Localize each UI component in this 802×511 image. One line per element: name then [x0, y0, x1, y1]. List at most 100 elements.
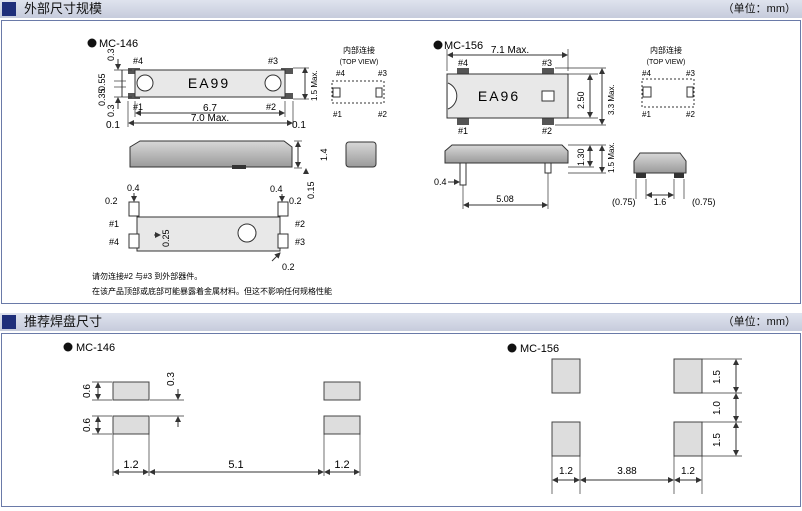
mc156-internal-connection: 内部连接 (TOP VIEW) #4 #3 #1 #2	[641, 45, 695, 119]
pin4-label: #4	[642, 69, 651, 78]
dim-arrow	[271, 252, 281, 262]
pads156-group: MC-156 1.5 1.0 1.5 1.2 3.88 1.2	[507, 343, 742, 494]
dim-0.75-right: (0.75)	[692, 197, 716, 207]
side-body	[129, 140, 293, 168]
section-title: 推荐焊盘尺寸	[24, 314, 103, 329]
bottom-pad	[277, 233, 289, 249]
bullet-icon	[63, 342, 73, 352]
pin4-label: #4	[458, 58, 468, 68]
dim-1.5max: 1.5 Max.	[607, 142, 616, 173]
dim-0.3-bottom: 0.3	[106, 104, 116, 117]
pad-shape	[457, 117, 469, 125]
end-lead	[674, 173, 684, 178]
dim-0.4-right: 0.4	[270, 184, 283, 194]
pin4-label: #4	[336, 69, 345, 78]
side-lead	[544, 162, 552, 174]
dim-0.1-right: 0.1	[292, 120, 306, 131]
note-line-1: 请勿连接#2 与#3 到外部器件。	[92, 271, 202, 281]
pad-rect	[323, 381, 361, 401]
section-bullet-icon	[2, 2, 16, 16]
bottom-pad	[277, 201, 289, 217]
pin2-label: #2	[686, 110, 695, 119]
section-bullet-icon	[2, 315, 16, 329]
dim-1.4: 1.4	[319, 148, 329, 161]
pad-rect	[551, 421, 581, 457]
pad-symbol	[686, 86, 694, 98]
pad-shape	[542, 68, 554, 76]
side-lead	[459, 162, 467, 186]
pad-shape	[281, 93, 293, 99]
unit-label: （单位：mm）	[722, 316, 796, 328]
mc146-side-view: 1.4 0.15	[129, 140, 377, 199]
side-lead	[232, 165, 246, 169]
pin1-dot	[136, 74, 154, 92]
topview-title: 内部连接	[650, 45, 682, 55]
dim-1.0: 1.0	[712, 401, 723, 415]
unit-label: （单位：mm）	[722, 3, 796, 15]
mc156-top-view: EA96 #4 #3 #1 #2 2.50 3.3 Max.	[446, 58, 616, 136]
dim-0.2-left: 0.2	[105, 196, 118, 206]
pin1-label: #1	[458, 126, 468, 136]
topview-title: 内部连接	[343, 45, 375, 55]
side-body	[444, 144, 569, 164]
outline-dashed	[641, 78, 695, 108]
bullet-icon	[507, 343, 517, 353]
dim-0.2-right: 0.2	[289, 196, 302, 206]
outline-dashed	[331, 80, 385, 104]
dimensions-panel: MC-146 EA99 #4 #3 #1 #2 0.3 0.55 0.	[1, 20, 801, 304]
dim-0.6-bottom: 0.6	[82, 418, 93, 432]
mc146-name: MC-146	[99, 38, 138, 50]
dim-1.2-right: 1.2	[681, 466, 695, 477]
pin1-label: #1	[109, 219, 119, 229]
pin2-label: #2	[378, 110, 387, 119]
dim-1.30: 1.30	[576, 148, 586, 166]
pads-drawing: MC-146 0.6 0.6 0.3 1.2 5.1 1.2 MC-156	[63, 342, 742, 494]
dim-3.88: 3.88	[617, 466, 637, 477]
dim-0.4-left: 0.4	[127, 183, 140, 193]
pin4-label: #4	[109, 237, 119, 247]
pin3-label: #3	[542, 58, 552, 68]
bottom-pad	[128, 201, 140, 217]
mc156-name: MC-156	[444, 40, 483, 52]
dim-2.50: 2.50	[576, 91, 586, 109]
dim-7.1max: 7.1 Max.	[491, 45, 529, 56]
pin1-label: #1	[333, 110, 342, 119]
mc146-marking: EA99	[188, 75, 230, 91]
pad-rect	[551, 358, 581, 394]
pin3-label: #3	[686, 69, 695, 78]
dimensions-drawing: MC-146 EA99 #4 #3 #1 #2 0.3 0.55 0.	[87, 38, 716, 296]
dim-5.08: 5.08	[496, 194, 514, 204]
dim-1.2-left: 1.2	[559, 466, 573, 477]
dim-1.2-right: 1.2	[334, 459, 349, 471]
pads146-group: MC-146 0.6 0.6 0.3 1.2 5.1 1.2	[63, 342, 361, 476]
pad-rect	[323, 415, 361, 435]
mc146-top-view: EA99 #4 #3 #1 #2 0.3 0.55 0.35 0.3 1.5 M…	[97, 48, 319, 131]
bullet-icon	[433, 40, 443, 50]
bottom-pad	[128, 233, 140, 249]
section-title: 外部尺寸规模	[24, 1, 103, 16]
pad-rect	[673, 421, 703, 457]
dim-0.3: 0.3	[166, 372, 177, 386]
pin-dot	[264, 74, 282, 92]
dim-1.2-left: 1.2	[123, 459, 138, 471]
package-body	[134, 69, 286, 98]
pin4-label: #4	[133, 56, 143, 66]
mc156-side-view: 1.30 1.5 Max. 0.4 5.08	[434, 142, 616, 209]
topview-sub: (TOP VIEW)	[340, 59, 379, 66]
pad-shape	[128, 68, 140, 74]
mc146-bottom-view: #1 #4 #2 #3 0.4 0.4 0.2 0.2 0.25 0.2	[105, 183, 305, 272]
dim-0.35: 0.35	[97, 88, 107, 106]
topview-sub: (TOP VIEW)	[647, 59, 686, 66]
pads146-name: MC-146	[76, 342, 115, 354]
pin3-label: #3	[295, 237, 305, 247]
dim-3.3max: 3.3 Max.	[607, 84, 616, 115]
pin2-label: #2	[295, 219, 305, 229]
dim-7.0max: 7.0 Max.	[191, 113, 229, 124]
dim-1.5max: 1.5 Max.	[310, 70, 319, 101]
pin3-label: #3	[378, 69, 387, 78]
pad-shape	[542, 117, 554, 125]
dim-5.1: 5.1	[228, 459, 243, 471]
mc156-group: MC-156 7.1 Max. EA96 #4 #3 #1 #2 2.50	[433, 40, 716, 209]
pin3-label: #3	[268, 56, 278, 66]
crystal-symbol	[642, 86, 652, 98]
